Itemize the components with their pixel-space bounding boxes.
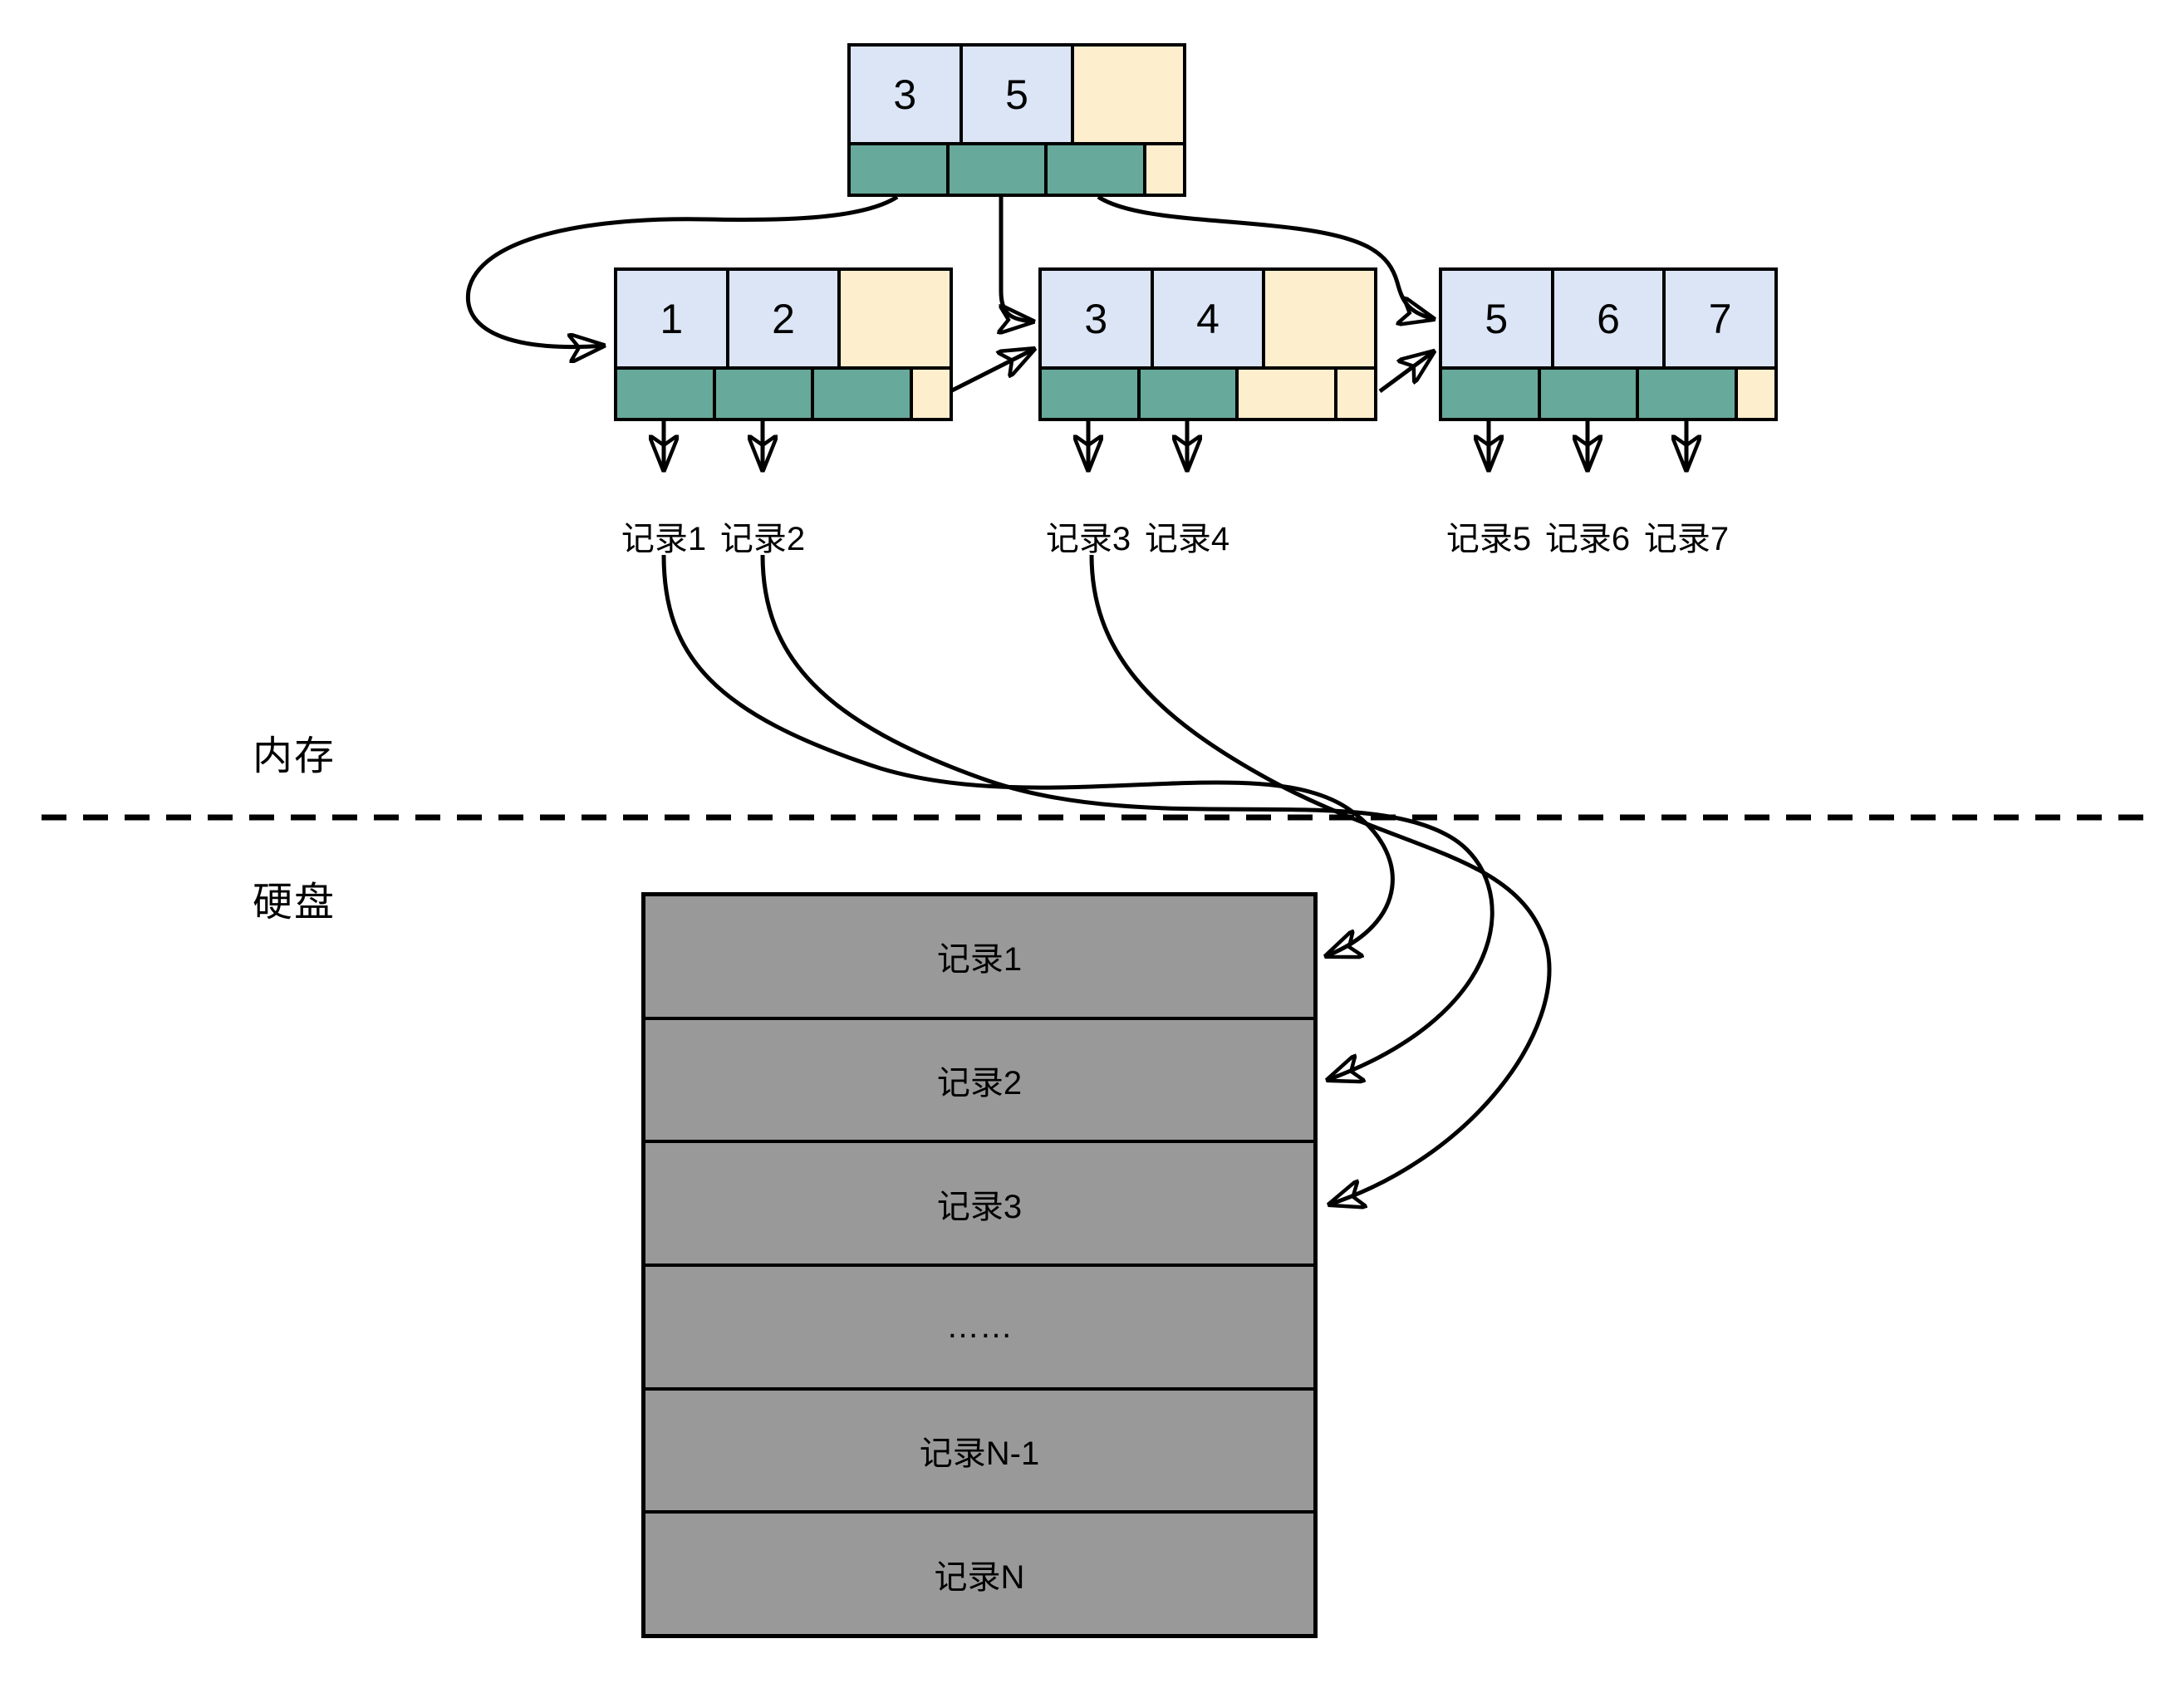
key-cell: 6	[1552, 269, 1665, 368]
disk-row-record3: 记录3	[644, 1141, 1315, 1266]
leaf1-pointer-row	[616, 368, 952, 420]
leaf2-key-row: 3 4	[1040, 269, 1377, 368]
pointer-cell	[812, 368, 912, 420]
record-label-1: 记录1	[621, 521, 707, 557]
leaf1-key-row: 1 2	[616, 269, 952, 368]
pointer-cell	[714, 368, 813, 420]
disk-row-record2: 记录2	[644, 1018, 1315, 1142]
empty-pointer-cell	[1736, 368, 1777, 420]
empty-key-cell	[1264, 269, 1377, 368]
disk-row-ellipsis: ……	[644, 1265, 1315, 1389]
btree-leaf-node-3: 5 6 7	[1439, 267, 1778, 421]
key-cell: 7	[1664, 269, 1777, 368]
key-cell: 5	[960, 45, 1073, 144]
disk-row-record1: 记录1	[644, 895, 1315, 1018]
btree-root-node: 3 5	[847, 43, 1186, 197]
record-label-6: 记录6	[1544, 521, 1631, 557]
arrow-leaf2-next-sibling	[1378, 351, 1434, 394]
key-cell: 5	[1440, 269, 1553, 368]
pointer-cell	[1138, 368, 1238, 420]
empty-pointer-cell	[1237, 368, 1337, 420]
record-label-3: 记录3	[1045, 521, 1131, 557]
arrow-leaf1-next-sibling	[949, 349, 1034, 394]
key-cell: 4	[1151, 269, 1264, 368]
key-cell: 3	[849, 45, 961, 144]
key-cell: 3	[1040, 269, 1152, 368]
pointer-cell	[1046, 144, 1146, 195]
pointer-cell	[616, 368, 714, 420]
disk-row-recordN-1: 记录N-1	[644, 1388, 1315, 1513]
disk-record-table: 记录1 记录2 记录3 …… 记录N-1 记录N	[641, 892, 1318, 1638]
empty-key-cell	[1072, 45, 1185, 144]
empty-pointer-cell	[911, 368, 952, 420]
pointer-cell	[947, 144, 1047, 195]
btree-leaf-node-2: 3 4	[1038, 267, 1377, 421]
leaf3-pointer-row	[1440, 368, 1777, 420]
pointer-cell	[1637, 368, 1737, 420]
pointer-cell	[1440, 368, 1539, 420]
btree-leaf-node-1: 1 2	[614, 267, 953, 421]
empty-pointer-cell	[1336, 368, 1377, 420]
empty-key-cell	[839, 269, 952, 368]
leaf2-pointer-row	[1040, 368, 1377, 420]
record-label-2: 记录2	[719, 521, 806, 557]
empty-pointer-cell	[1145, 144, 1185, 195]
disk-row-recordN: 记录N	[644, 1512, 1315, 1636]
memory-region-label: 内存	[253, 734, 336, 778]
root-pointer-row	[849, 144, 1185, 195]
leaf3-key-row: 5 6 7	[1440, 269, 1777, 368]
pointer-cell	[1539, 368, 1638, 420]
record-label-5: 记录5	[1445, 521, 1532, 557]
key-cell: 2	[727, 269, 840, 368]
record-label-4: 记录4	[1144, 521, 1230, 557]
pointer-cell	[1040, 368, 1139, 420]
record-label-7: 记录7	[1643, 521, 1730, 557]
arrow-root-to-leaf-2	[1001, 196, 1033, 321]
pointer-cell	[849, 144, 948, 195]
disk-region-label: 硬盘	[253, 881, 336, 925]
key-cell: 1	[616, 269, 728, 368]
root-key-row: 3 5	[849, 45, 1185, 144]
